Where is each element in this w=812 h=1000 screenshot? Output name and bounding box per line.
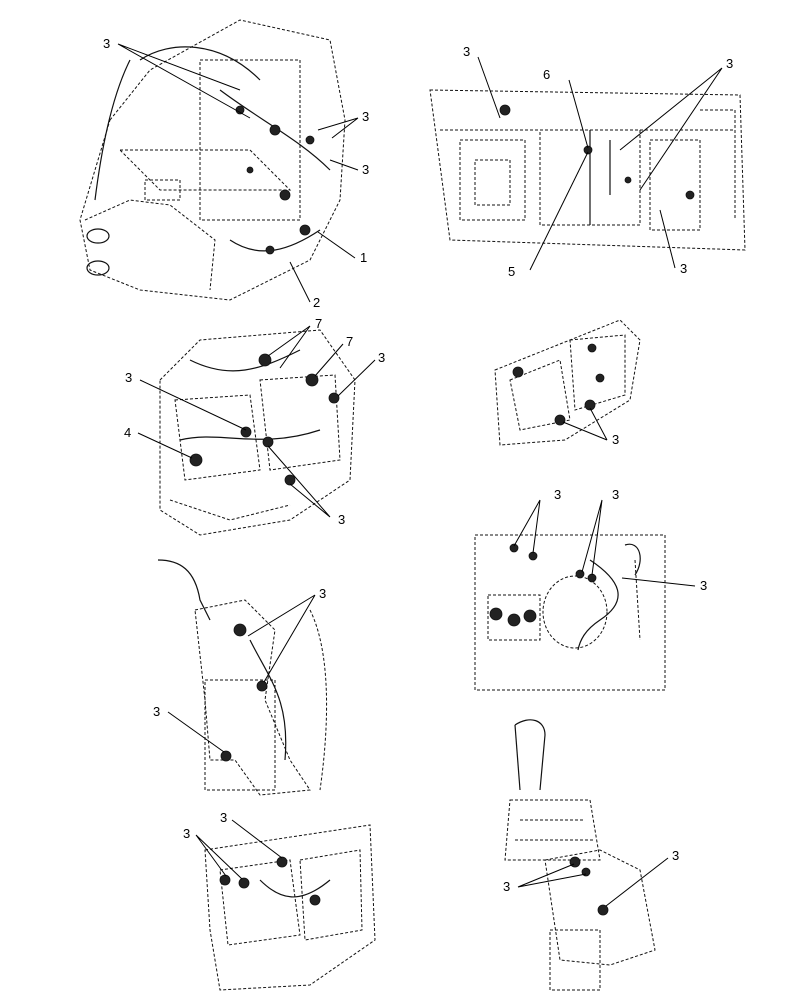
view-8-callouts: 3 3 bbox=[503, 848, 679, 907]
callout-v7-b: 3 bbox=[220, 810, 227, 825]
view-5-callouts: 3 3 3 bbox=[513, 487, 707, 593]
callout-v3-a: 7 bbox=[315, 316, 322, 331]
view-8-lever bbox=[504, 719, 656, 991]
callout-v5-b: 3 bbox=[612, 487, 619, 502]
callout-v5-c: 3 bbox=[700, 578, 707, 593]
view-3-block bbox=[159, 329, 356, 536]
callout-v3-d: 3 bbox=[125, 370, 132, 385]
callout-v2-c: 3 bbox=[726, 56, 733, 71]
callout-v2-d: 5 bbox=[508, 264, 515, 279]
callout-v1-a: 3 bbox=[103, 36, 110, 51]
callout-v7-a: 3 bbox=[183, 826, 190, 841]
view-7-valve bbox=[204, 824, 376, 991]
callout-v3-b: 7 bbox=[346, 334, 353, 349]
callout-v1-b: 3 bbox=[362, 109, 369, 124]
callout-v3-c: 3 bbox=[378, 350, 385, 365]
callout-v6-a: 3 bbox=[319, 586, 326, 601]
view-3-callouts: 7 7 3 3 4 3 bbox=[124, 316, 385, 527]
callout-v1-e: 2 bbox=[313, 295, 320, 310]
callout-v6-b: 3 bbox=[153, 704, 160, 719]
view-4-callouts: 3 bbox=[562, 407, 619, 447]
view-6-joystick bbox=[157, 559, 328, 796]
callout-v2-e: 3 bbox=[680, 261, 687, 276]
view-2-callouts: 3 6 3 5 3 bbox=[463, 44, 733, 279]
callout-v3-f: 3 bbox=[338, 512, 345, 527]
view-5-pump bbox=[474, 534, 666, 691]
callout-v1-d: 1 bbox=[360, 250, 367, 265]
view-2-panel bbox=[429, 89, 746, 251]
callout-v2-b: 6 bbox=[543, 67, 550, 82]
view-4-bracket bbox=[494, 319, 641, 446]
view-6-callouts: 3 3 bbox=[153, 586, 326, 753]
callout-v8-a: 3 bbox=[503, 879, 510, 894]
view-1-chassis bbox=[79, 19, 346, 301]
view-7-callouts: 3 3 bbox=[183, 810, 283, 880]
callout-v1-c: 3 bbox=[362, 162, 369, 177]
callout-v8-b: 3 bbox=[672, 848, 679, 863]
callout-v5-a: 3 bbox=[554, 487, 561, 502]
callout-v4-a: 3 bbox=[612, 432, 619, 447]
callout-v2-a: 3 bbox=[463, 44, 470, 59]
view-1-callouts: 3 3 3 1 2 bbox=[103, 36, 369, 310]
callout-v3-e: 4 bbox=[124, 425, 131, 440]
